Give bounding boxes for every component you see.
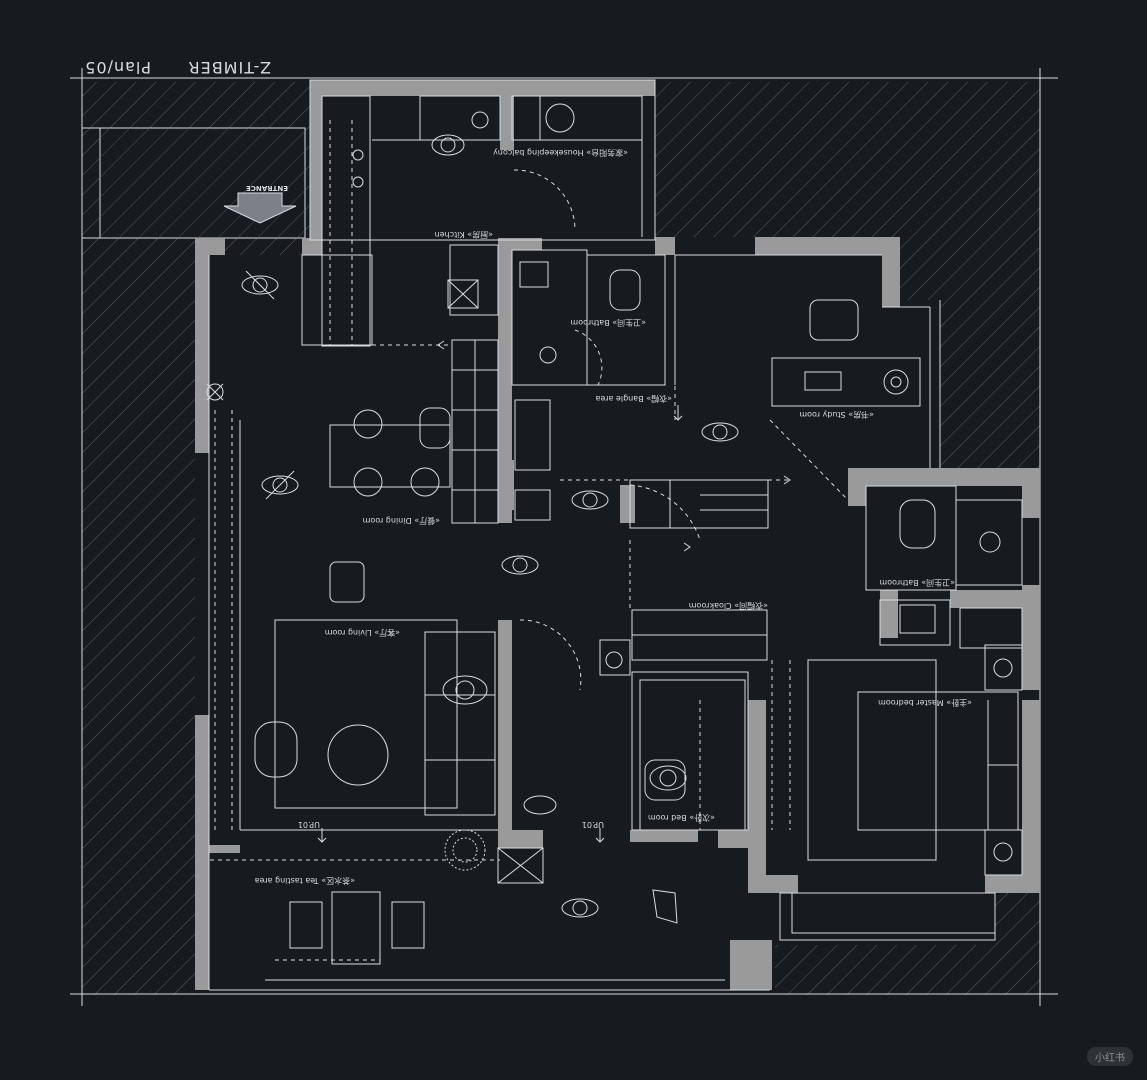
walls xyxy=(195,80,1040,990)
header: Z-TIMBER Plan/05 xyxy=(84,58,271,77)
label-living: «客厅» Living room xyxy=(324,628,400,638)
label-up-2: UP.01 xyxy=(582,820,604,829)
room-labels: «家务阳台» Housekeeping balcony «厨房» Kitchen… xyxy=(246,148,972,886)
interior-lines xyxy=(208,79,1023,991)
direction-arrows xyxy=(317,340,791,843)
label-cloakroom: «衣帽间» Cloakroom xyxy=(689,601,768,611)
label-master: «主卧» Master bedroom xyxy=(878,698,972,708)
label-dining: «餐厅» Dining room xyxy=(362,516,440,525)
label-tea: «茶水区» Tea tasting area xyxy=(255,876,355,886)
label-bed: «次卧» Bed room xyxy=(648,813,715,823)
hatched-exterior xyxy=(82,82,1040,995)
label-entrance: ENTRANCE xyxy=(246,184,288,192)
entrance-arrow-icon xyxy=(223,192,297,224)
people-figures xyxy=(206,134,739,924)
label-up-1: UP.01 xyxy=(298,820,320,829)
plan-number: Plan/05 xyxy=(84,58,151,77)
label-bangle: «衣帽» Bangle area xyxy=(596,394,672,404)
label-bathroom-1: «卫生间» Bathroom xyxy=(570,318,646,328)
label-bathroom-2: «卫生间» Bathroom xyxy=(879,578,955,588)
label-study: «书房» Study room xyxy=(799,410,874,420)
dashed-lines xyxy=(210,120,849,961)
label-housekeeping: «家务阳台» Housekeeping balcony xyxy=(493,148,628,158)
watermark: 小红书 xyxy=(1087,1047,1133,1066)
plan-title: Z-TIMBER xyxy=(188,58,271,77)
label-kitchen: «厨房» Kitchen xyxy=(435,230,493,240)
